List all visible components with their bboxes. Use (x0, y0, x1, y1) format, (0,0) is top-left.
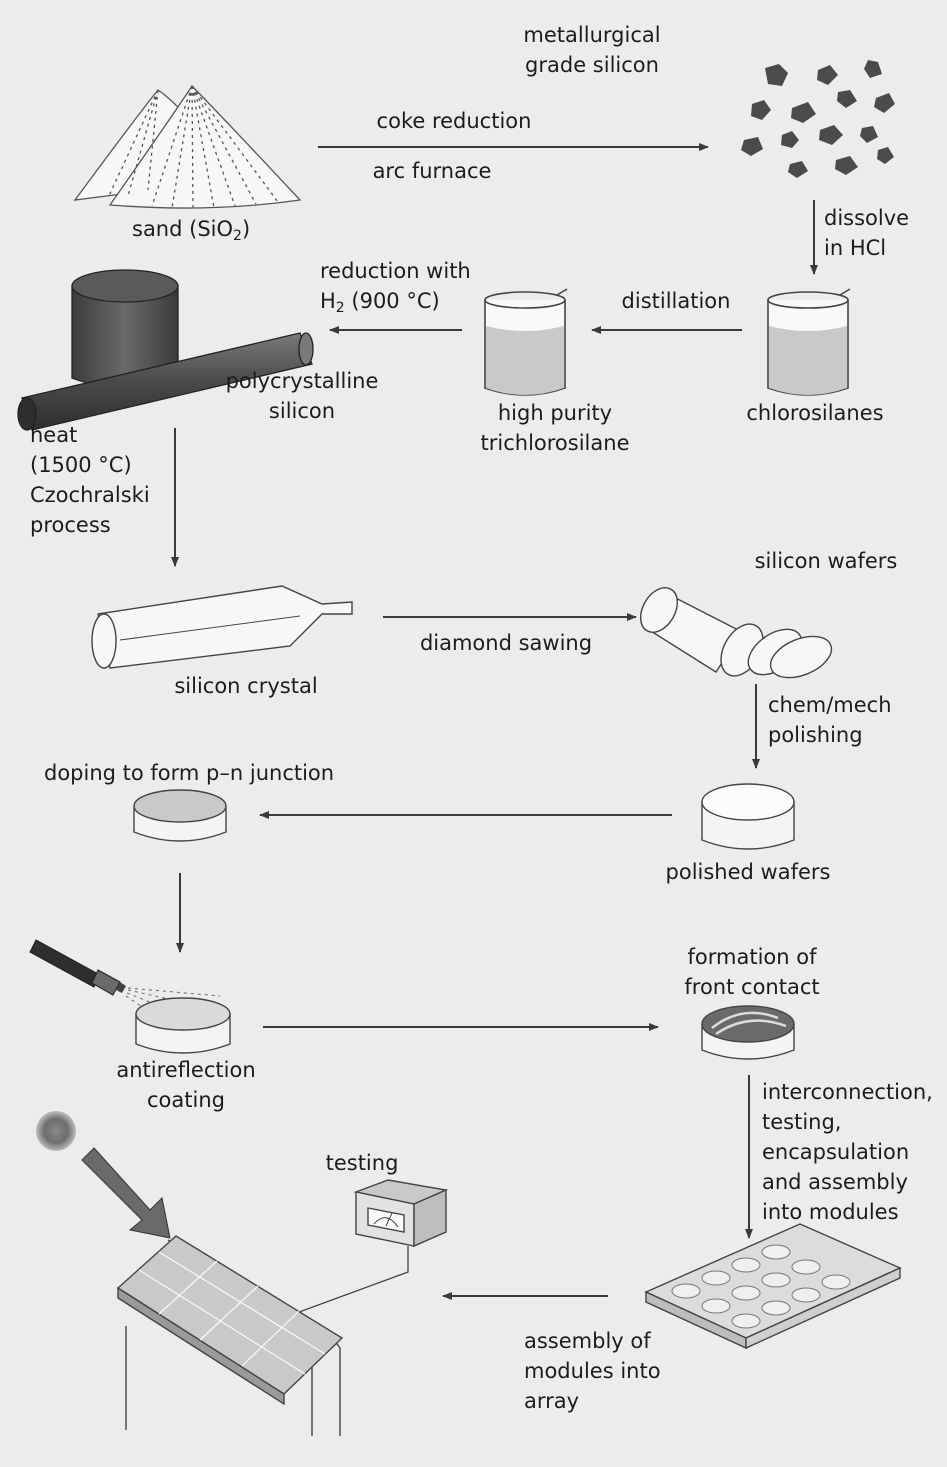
chem-mech-polishing-label: chem/mech polishing (768, 693, 892, 747)
solar-array-panel (116, 1235, 344, 1436)
antireflection-coated-disk (135, 997, 231, 1054)
doping-label: doping to form p–n junction (44, 761, 335, 785)
metallurgical-silicon-label: metallurgical grade silicon (523, 23, 661, 77)
beaker-trichlorosilane (484, 288, 568, 396)
beaker-chlorosilanes (767, 288, 851, 396)
arc-furnace-label: arc furnace (372, 159, 492, 183)
polished-wafers-disk (701, 783, 795, 850)
chlorosilanes-label: chlorosilanes (746, 401, 884, 425)
dissolve-label: dissolve in HCl (824, 206, 910, 260)
polycrystalline-label: polycrystalline silicon (225, 369, 379, 423)
sand-label: sand (SiO2) (132, 217, 251, 244)
solar-module-tray (644, 1223, 902, 1350)
doped-wafer-disk (133, 789, 227, 842)
silicon-crystal-ingot (91, 585, 353, 669)
antireflection-coating-label: antireflection coating (116, 1058, 256, 1112)
interconnection-label: interconnection, testing, encapsulation … (762, 1080, 933, 1224)
metallurgical-silicon-lumps (741, 60, 895, 178)
trichlorosilane-label: high purity trichlorosilane (480, 401, 630, 455)
sun-icon (36, 1111, 76, 1151)
testing-label: testing (325, 1151, 399, 1175)
silicon-wafers-illustration (639, 587, 833, 679)
silicon-wafers-label: silicon wafers (754, 549, 898, 573)
distillation-label: distillation (621, 289, 731, 313)
front-contact-disk (701, 1005, 795, 1060)
front-contact-label: formation of front contact (684, 945, 820, 999)
polished-wafers-label: polished wafers (665, 860, 831, 884)
heat-czochralski-label: heat (1500 °C) Czochralski process (30, 423, 150, 537)
polycrystalline-silicon-illustration (17, 269, 314, 431)
testing-meter-box (353, 1179, 449, 1248)
testing-wire (271, 1246, 409, 1323)
diamond-sawing-label: diamond sawing (419, 631, 593, 655)
silicon-crystal-label: silicon crystal (174, 674, 318, 698)
spray-gun-illustration (29, 939, 221, 1013)
sun-ray-arrow (81, 1147, 171, 1239)
sand-pile-illustration (73, 84, 302, 210)
assembly-label: assembly of modules into array (524, 1329, 661, 1413)
coke-reduction-label: coke reduction (376, 109, 532, 133)
